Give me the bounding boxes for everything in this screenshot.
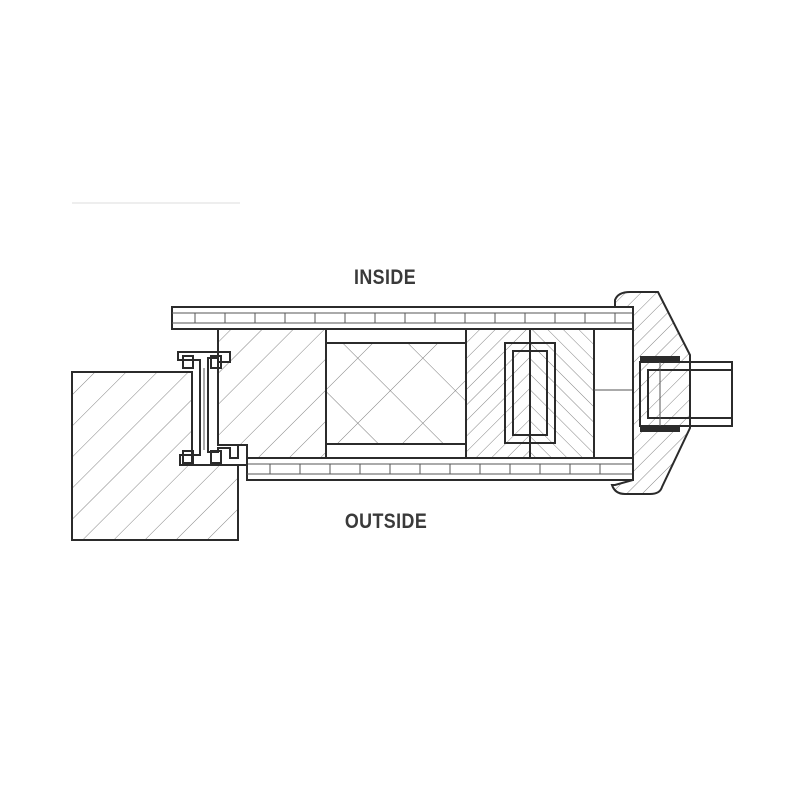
wall-frame-block xyxy=(71,371,239,541)
inside-label: INSIDE xyxy=(353,266,417,289)
adjacent-frame-bar xyxy=(639,356,733,432)
edge-strip xyxy=(593,328,634,459)
left-stile xyxy=(217,328,327,459)
bottom-skin-panel xyxy=(246,457,634,481)
insulation-core xyxy=(325,328,467,459)
top-skin-panel xyxy=(171,306,634,330)
right-stile xyxy=(465,328,595,459)
outside-label: OUTSIDE xyxy=(344,510,428,533)
edge-seal-cap xyxy=(610,291,691,495)
metal-frame-profile xyxy=(177,351,248,466)
